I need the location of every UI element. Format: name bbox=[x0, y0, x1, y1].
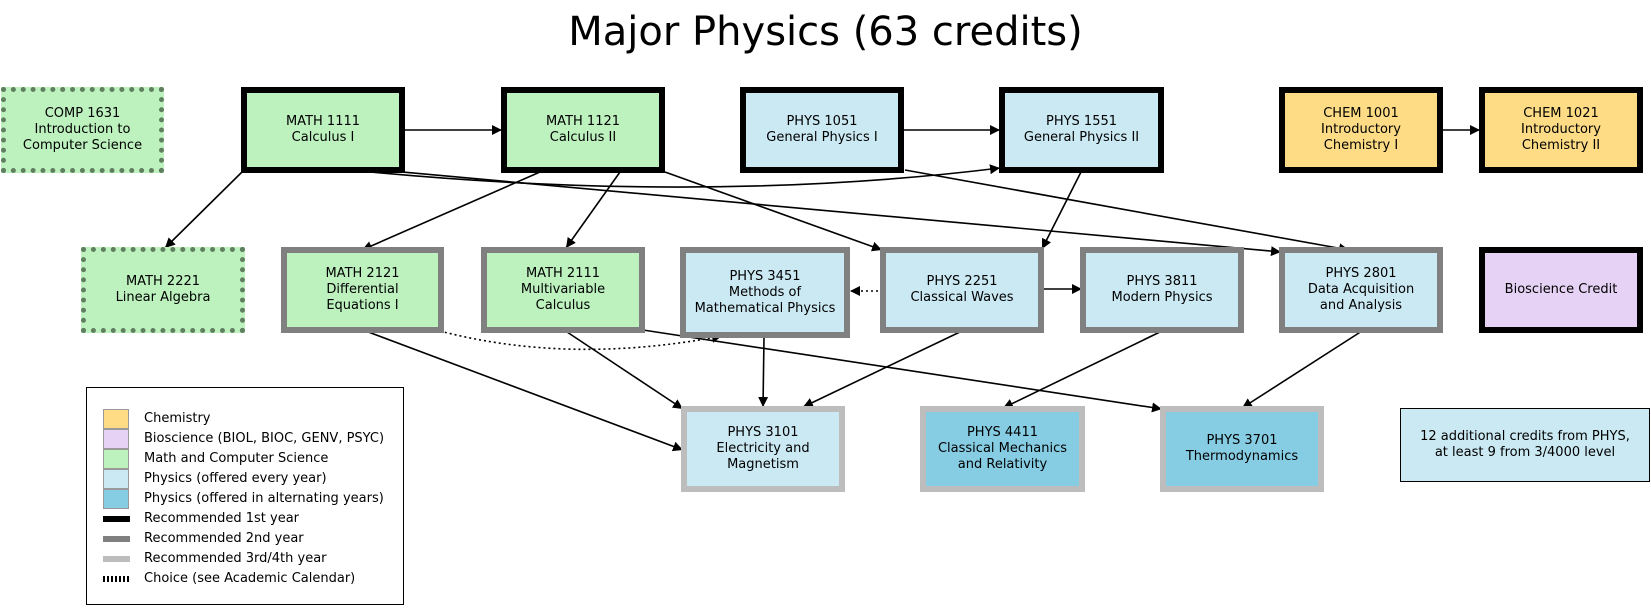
arrow-phys2801-phys3701 bbox=[1241, 330, 1363, 409]
legend-line-year2 bbox=[103, 536, 130, 542]
legend-swatch-physics-every-year bbox=[103, 469, 129, 489]
arrow-math2121-phys3451 bbox=[439, 330, 723, 351]
course-phys2801-label: PHYS 2801 Data Acquisition and Analysis bbox=[1307, 266, 1415, 313]
legend: Chemistry Bioscience (BIOL, BIOC, GENV, … bbox=[86, 387, 404, 605]
course-math2121[interactable]: MATH 2121 Differential Equations I bbox=[281, 247, 444, 333]
arrow-math2121-phys3101 bbox=[362, 329, 684, 452]
legend-label-math-cs: Math and Computer Science bbox=[144, 451, 329, 466]
legend-label-year3: Recommended 3rd/4th year bbox=[144, 551, 327, 566]
course-chem1001-label: CHEM 1001 Introductory Chemistry I bbox=[1321, 106, 1401, 153]
legend-swatch-math-cs bbox=[103, 449, 129, 469]
course-phys1051-label: PHYS 1051 General Physics I bbox=[766, 114, 878, 145]
arrow-phys2251-phys3101 bbox=[802, 330, 963, 408]
course-phys3701[interactable]: PHYS 3701 Thermodynamics bbox=[1160, 406, 1324, 492]
legend-swatch-chemistry bbox=[103, 409, 129, 429]
course-phys2251[interactable]: PHYS 2251 Classical Waves bbox=[880, 247, 1044, 333]
course-math2221-label: MATH 2221 Linear Algebra bbox=[115, 274, 211, 305]
course-phys1051[interactable]: PHYS 1051 General Physics I bbox=[740, 87, 904, 173]
course-math1111-label: MATH 1111 Calculus I bbox=[285, 114, 361, 145]
legend-label-physics-alternating: Physics (offered in alternating years) bbox=[144, 491, 384, 506]
legend-item-year1: Recommended 1st year bbox=[87, 509, 403, 529]
arrow-math2111-phys3101 bbox=[563, 329, 684, 410]
course-math2121-label: MATH 2121 Differential Equations I bbox=[325, 266, 400, 313]
course-math1121-label: MATH 1121 Calculus II bbox=[545, 114, 621, 145]
legend-line-year1 bbox=[103, 516, 130, 522]
arrow-math1111-phys1551 bbox=[349, 164, 1001, 188]
course-phys3101[interactable]: PHYS 3101 Electricity and Magnetism bbox=[681, 406, 845, 492]
course-chem1021[interactable]: CHEM 1021 Introductory Chemistry II bbox=[1479, 87, 1643, 173]
course-phys3101-label: PHYS 3101 Electricity and Magnetism bbox=[716, 425, 810, 472]
arrow-math1121-math2121 bbox=[361, 171, 541, 251]
arrow-math2111-phys3701 bbox=[642, 329, 1163, 413]
arrow-math1111-phys2801 bbox=[379, 169, 1282, 257]
course-chem1001[interactable]: CHEM 1001 Introductory Chemistry I bbox=[1279, 87, 1443, 173]
course-bioscience-credit-label: Bioscience Credit bbox=[1504, 282, 1618, 297]
course-bioscience-credit[interactable]: Bioscience Credit bbox=[1479, 247, 1643, 333]
legend-swatch-physics-alternating bbox=[103, 489, 129, 509]
legend-label-bioscience: Bioscience (BIOL, BIOC, GENV, PSYC) bbox=[144, 431, 385, 446]
arrow-math1111-math2221 bbox=[164, 171, 243, 249]
diagram-title: Major Physics (63 credits) bbox=[568, 9, 1083, 55]
legend-label-year2: Recommended 2nd year bbox=[144, 531, 304, 546]
legend-item-physics-alternating: Physics (offered in alternating years) bbox=[87, 489, 403, 509]
course-phys3451-label: PHYS 3451 Methods of Mathematical Physic… bbox=[694, 268, 836, 316]
course-phys3701-label: PHYS 3701 Thermodynamics bbox=[1185, 433, 1299, 464]
additional-credits-box[interactable]: 12 additional credits from PHYS, at leas… bbox=[1400, 408, 1650, 482]
legend-line-year3 bbox=[103, 556, 130, 562]
arrow-phys3811-phys4411 bbox=[1002, 330, 1163, 409]
legend-item-math-cs: Math and Computer Science bbox=[87, 449, 403, 469]
legend-label-choice: Choice (see Academic Calendar) bbox=[144, 571, 356, 586]
legend-label-physics-every-year: Physics (offered every year) bbox=[144, 471, 327, 486]
arrow-phys1551-phys2251 bbox=[1041, 171, 1082, 250]
legend-item-choice: Choice (see Academic Calendar) bbox=[87, 569, 403, 589]
course-phys2251-label: PHYS 2251 Classical Waves bbox=[910, 274, 1014, 305]
course-phys3451[interactable]: PHYS 3451 Methods of Mathematical Physic… bbox=[680, 247, 850, 338]
course-phys3811[interactable]: PHYS 3811 Modern Physics bbox=[1080, 247, 1244, 333]
course-phys1551-label: PHYS 1551 General Physics II bbox=[1023, 114, 1140, 145]
legend-item-bioscience: Bioscience (BIOL, BIOC, GENV, PSYC) bbox=[87, 429, 403, 449]
additional-credits-label: 12 additional credits from PHYS, at leas… bbox=[1420, 429, 1630, 460]
legend-swatch-bioscience bbox=[103, 429, 129, 449]
course-comp1631[interactable]: COMP 1631 Introduction to Computer Scien… bbox=[1, 87, 164, 173]
course-comp1631-label: COMP 1631 Introduction to Computer Scien… bbox=[22, 106, 143, 153]
legend-item-physics-every-year: Physics (offered every year) bbox=[87, 469, 403, 489]
course-chem1021-label: CHEM 1021 Introductory Chemistry II bbox=[1521, 106, 1601, 153]
course-math1111[interactable]: MATH 1111 Calculus I bbox=[241, 87, 405, 173]
legend-item-year3: Recommended 3rd/4th year bbox=[87, 549, 403, 569]
course-math2221[interactable]: MATH 2221 Linear Algebra bbox=[81, 247, 245, 333]
course-phys4411-label: PHYS 4411 Classical Mechanics and Relati… bbox=[937, 425, 1067, 472]
legend-item-year2: Recommended 2nd year bbox=[87, 529, 403, 549]
legend-line-choice bbox=[103, 576, 130, 582]
course-phys3811-label: PHYS 3811 Modern Physics bbox=[1111, 274, 1213, 305]
course-math1121[interactable]: MATH 1121 Calculus II bbox=[501, 87, 665, 173]
arrow-math1121-math2111 bbox=[565, 171, 621, 249]
legend-item-chemistry: Chemistry bbox=[87, 409, 403, 429]
legend-label-year1: Recommended 1st year bbox=[144, 511, 300, 526]
legend-label-chemistry: Chemistry bbox=[144, 411, 211, 426]
arrow-phys1051-phys2801 bbox=[904, 169, 1350, 254]
course-phys2801[interactable]: PHYS 2801 Data Acquisition and Analysis bbox=[1279, 247, 1443, 333]
course-math2111[interactable]: MATH 2111 Multivariable Calculus bbox=[481, 247, 645, 333]
arrow-math1121-phys2251 bbox=[664, 171, 883, 252]
arrow-phys3451-phys3101 bbox=[758, 336, 769, 408]
course-phys4411[interactable]: PHYS 4411 Classical Mechanics and Relati… bbox=[920, 406, 1085, 492]
course-phys1551[interactable]: PHYS 1551 General Physics II bbox=[999, 87, 1164, 173]
course-math2111-label: MATH 2111 Multivariable Calculus bbox=[520, 266, 606, 313]
